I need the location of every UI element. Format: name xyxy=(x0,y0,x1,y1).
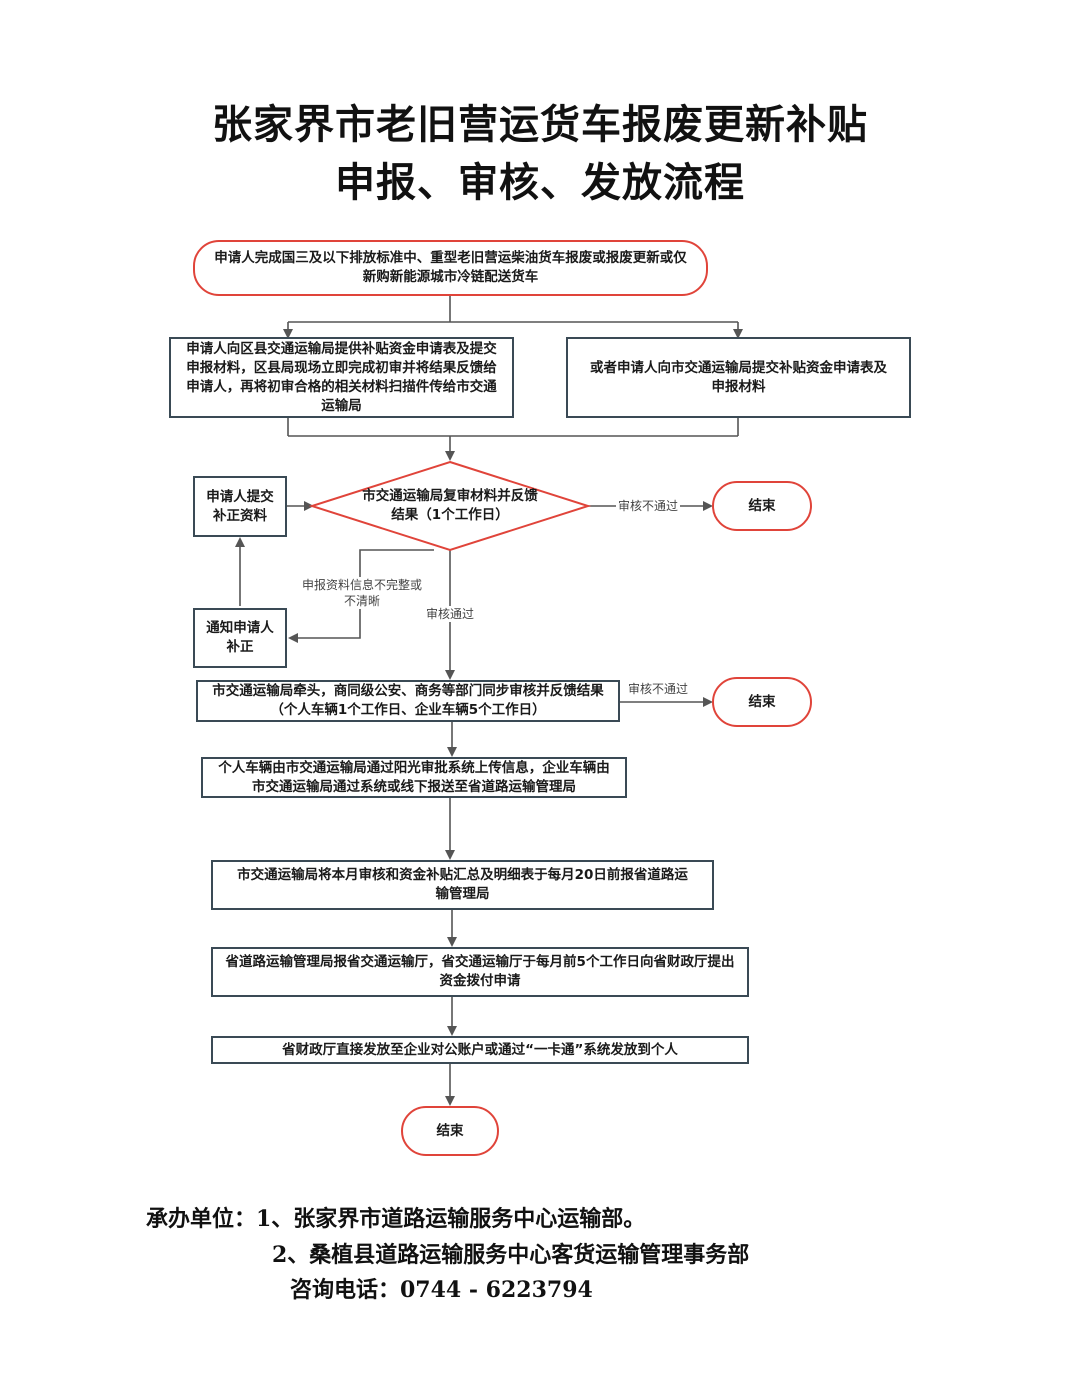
supplement-node: 申请人提交补正资料 xyxy=(193,476,287,537)
monthly-report-node: 市交通运输局将本月审核和资金补贴汇总及明细表于每月20日前报省道路运输管理局 xyxy=(211,860,714,910)
footer-organizer-1: 承办单位：1、张家界市道路运输服务中心运输部。 xyxy=(146,1206,646,1232)
decision-diamond xyxy=(308,460,592,552)
city-submit-text: 或者申请人向市交通运输局提交补贴资金申请表及申报材料 xyxy=(590,359,887,395)
payment-node: 省财政厅直接发放至企业对公账户或通过“一卡通”系统发放到个人 xyxy=(211,1036,749,1064)
page-title: 张家界市老旧营运货车报废更新补贴 xyxy=(212,101,868,148)
upload-text: 个人车辆由市交通运输局通过阳光审批系统上传信息，企业车辆由市交通运输局通过系统或… xyxy=(218,759,610,795)
county-submit-node: 申请人向区县交通运输局提供补贴资金申请表及提交申报材料，区县局现场立即完成初审并… xyxy=(169,337,514,418)
reject-label-1: 审核不通过 xyxy=(616,498,681,514)
end-node-1-text: 结束 xyxy=(748,497,776,514)
end-node-2-text: 结束 xyxy=(748,693,776,710)
county-submit-text: 申请人向区县交通运输局提供补贴资金申请表及提交申报材料，区县局现场立即完成初审并… xyxy=(186,340,497,414)
start-node: 申请人完成国三及以下排放标准中、重型老旧营运柴油货车报废或报废更新或仅新购新能源… xyxy=(193,240,708,296)
end-node-3-text: 结束 xyxy=(436,1122,464,1139)
reject-label-2: 审核不通过 xyxy=(628,681,689,697)
notify-text: 通知申请人补正 xyxy=(206,620,274,655)
provincial-node: 省道路运输管理局报省交通运输厅，省交通运输厅于每月前5个工作日向省财政厅提出资金… xyxy=(211,947,749,997)
start-node-text: 申请人完成国三及以下排放标准中、重型老旧营运柴油货车报废或报废更新或仅新购新能源… xyxy=(214,250,687,285)
upload-node: 个人车辆由市交通运输局通过阳光审批系统上传信息，企业车辆由市交通运输局通过系统或… xyxy=(201,757,627,798)
joint-review-node: 市交通运输局牵头，商同级公安、商务等部门同步审核并反馈结果（个人车辆1个工作日、… xyxy=(196,680,620,722)
supplement-text: 申请人提交补正资料 xyxy=(206,488,274,524)
approved-label: 审核通过 xyxy=(424,606,477,622)
monthly-report-text: 市交通运输局将本月审核和资金补贴汇总及明细表于每月20日前报省道路运输管理局 xyxy=(237,867,688,902)
payment-text: 省财政厅直接发放至企业对公账户或通过“一卡通”系统发放到个人 xyxy=(282,1041,678,1058)
review-decision-text: 市交通运输局复审材料并反馈结果（1个工作日） xyxy=(362,488,538,523)
joint-review-text: 市交通运输局牵头，商同级公安、商务等部门同步审核并反馈结果（个人车辆1个工作日、… xyxy=(212,683,604,718)
incomplete-label: 申报资料信息不完整或不清晰 xyxy=(300,577,424,609)
footer-organizer-2: 2、桑植县道路运输服务中心客货运输管理事务部 xyxy=(272,1242,750,1268)
page-subtitle: 申报、审核、发放流程 xyxy=(335,159,745,206)
notify-node: 通知申请人补正 xyxy=(193,608,287,668)
city-submit-node: 或者申请人向市交通运输局提交补贴资金申请表及申报材料 xyxy=(566,337,911,418)
footer-phone: 咨询电话：0744 - 6223794 xyxy=(290,1277,593,1303)
end-node-1: 结束 xyxy=(712,481,812,531)
end-node-3: 结束 xyxy=(401,1106,499,1156)
end-node-2: 结束 xyxy=(712,677,812,727)
provincial-text: 省道路运输管理局报省交通运输厅，省交通运输厅于每月前5个工作日向省财政厅提出资金… xyxy=(225,954,735,989)
